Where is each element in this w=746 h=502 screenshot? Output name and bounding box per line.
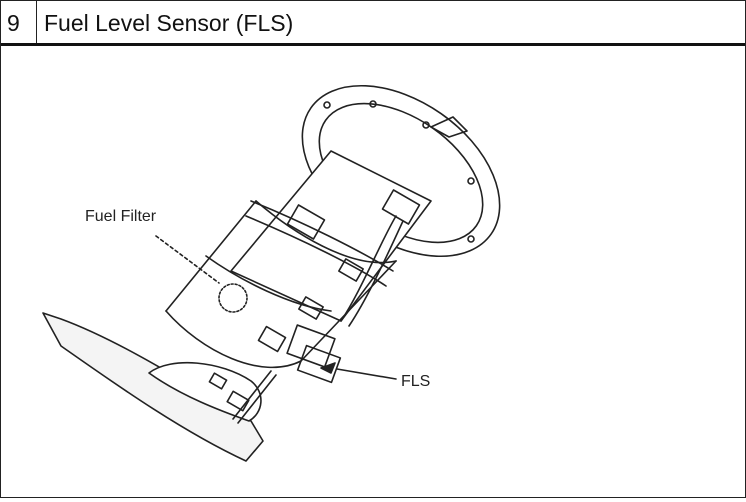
fuel-filter-label: Fuel Filter (85, 208, 157, 225)
fls-leader (336, 368, 397, 380)
wiring-harness (286, 189, 421, 384)
table-header-row: 9 Fuel Level Sensor (FLS) (1, 1, 745, 46)
fuel-pump-drawing (42, 84, 501, 462)
fuel-filter-location (218, 283, 248, 313)
fuel-filter-leader (155, 235, 220, 284)
step-number: 9 (1, 1, 37, 43)
sender-base (42, 312, 277, 462)
fuel-pump-illustration: Fuel Filter FLS (1, 46, 745, 497)
section-title: Fuel Level Sensor (FLS) (44, 10, 294, 36)
pump-body (165, 150, 432, 369)
fls-label: FLS (401, 373, 431, 390)
fls-arrow-icon (320, 362, 336, 374)
